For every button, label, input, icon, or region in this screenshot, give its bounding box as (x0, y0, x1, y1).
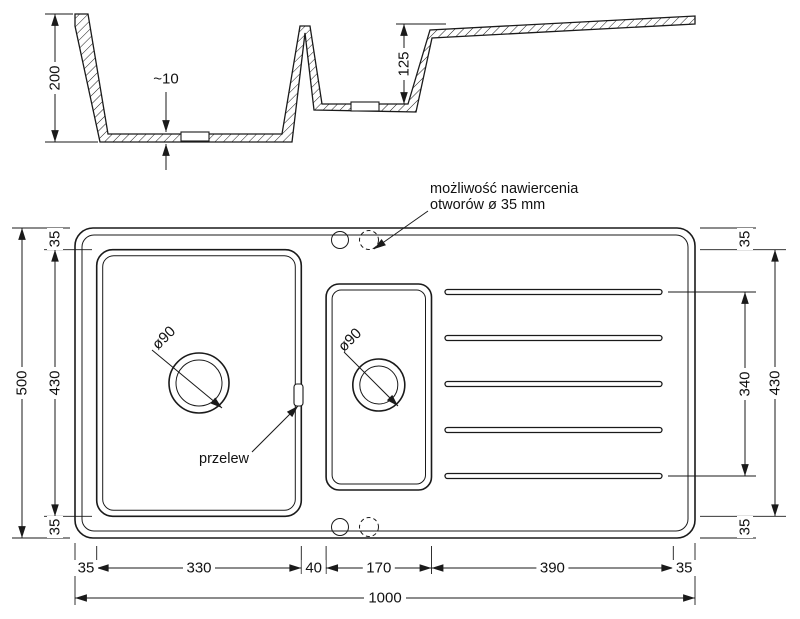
dim-left-bottom: 35 (47, 519, 64, 536)
label-drain-main: ø90 (149, 323, 179, 353)
plan-dimensions: 500 35 430 35 35 340 430 35 35 330 (12, 227, 786, 607)
main-drain-inner (175, 359, 223, 407)
dim-right-top: 35 (737, 231, 754, 248)
dim-left-top: 35 (47, 231, 64, 248)
dim-bottom-rim-left: 35 (78, 560, 95, 577)
groove (444, 380, 663, 388)
groove (444, 426, 663, 434)
dim-bottom-thickness: ~10 (153, 71, 178, 88)
small-basin (325, 283, 433, 491)
note-drill-line2: otworów ø 35 mm (430, 197, 545, 213)
small-basin-inner (331, 289, 427, 485)
section-dimensions: 200 ~10 125 (45, 13, 446, 170)
drainboard-grooves (444, 288, 663, 480)
groove (444, 334, 663, 342)
note-drill-line1: możliwość nawiercenia (430, 181, 579, 197)
dim-right-grooves: 340 (737, 371, 754, 396)
section-main-drain-recess (180, 131, 210, 142)
sink-outline (74, 227, 696, 539)
tap-hole-bottom (331, 518, 349, 536)
dim-overall-width: 1000 (368, 590, 401, 607)
cross-section-view: 200 ~10 125 (45, 13, 696, 170)
dim-divider-width: 40 (305, 560, 322, 577)
overflow-slot (293, 383, 304, 407)
tap-hole-top (331, 231, 349, 249)
dim-main-basin-width: 330 (186, 560, 211, 577)
dim-left-mid: 430 (47, 370, 64, 395)
dim-overall-depth: 200 (47, 65, 64, 90)
main-basin-inner (102, 255, 296, 511)
groove (444, 472, 663, 480)
label-overflow: przelew (199, 451, 249, 467)
optional-hole-bottom (359, 517, 379, 537)
sink-inner-outline (81, 234, 689, 532)
dim-drainboard-width: 390 (540, 560, 565, 577)
dim-bottom-rim-right: 35 (676, 560, 693, 577)
label-drain-small: ø90 (335, 325, 365, 355)
dim-right-mid: 430 (767, 370, 784, 395)
dim-small-bowl-depth: 125 (396, 51, 413, 76)
dim-small-basin-width: 170 (366, 560, 391, 577)
small-drain-inner (359, 365, 399, 405)
dim-right-bottom: 35 (737, 519, 754, 536)
main-drain-outer (168, 352, 230, 414)
dim-overall-height: 500 (14, 370, 31, 395)
optional-hole-top (359, 230, 379, 250)
groove (444, 288, 663, 296)
section-small-drain-recess (350, 101, 380, 112)
section-profile (74, 13, 696, 143)
plan-view: możliwość nawiercenia otworów ø 35 mm pr… (74, 181, 696, 539)
main-basin (95, 248, 303, 518)
small-drain-outer (351, 358, 406, 412)
annotations: możliwość nawiercenia otworów ø 35 mm pr… (149, 181, 579, 467)
